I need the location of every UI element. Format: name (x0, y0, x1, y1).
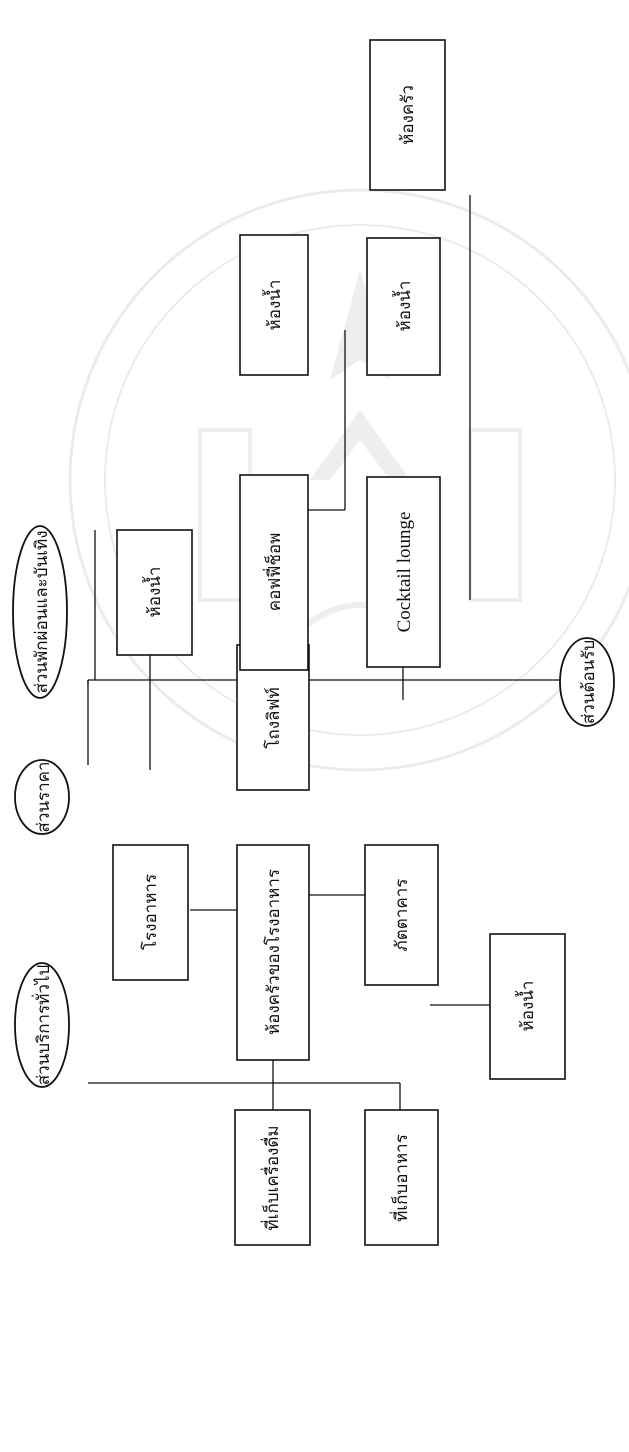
zone-label: ส่วนบริการทั่วไป (31, 965, 54, 1086)
room-label: คอฟฟี่ช็อพ (262, 533, 285, 612)
zone-label: ส่วนพักผ่อนและบันเทิง (32, 530, 52, 693)
room-food-storage: ที่เก็บอาหาร (365, 1110, 438, 1245)
room-label: ภัตตาคาร (392, 879, 412, 952)
room-toilet: ห้องน้ำ (490, 934, 565, 1079)
room-label: ห้องน้ำ (142, 567, 165, 618)
room-toilet: ห้องน้ำ (240, 235, 308, 375)
room-toilet: ห้องน้ำ (117, 530, 192, 655)
room-label: ห้องน้ำ (262, 280, 285, 331)
room-label: ห้องน้ำ (392, 281, 415, 332)
room-label: ห้องน้ำ (515, 981, 538, 1032)
room-restaurant: โรงอาหาร (113, 845, 188, 980)
zone-accommodation: ส่วนพักผ่อนและบันเทิง (13, 526, 67, 698)
room-label: ห้องครัวของโรงอาหาร (263, 869, 284, 1035)
room-restaurant-kitchen: ห้องครัวของโรงอาหาร (237, 845, 309, 1060)
room-label: ห้องครัว (398, 85, 418, 145)
room-label: Cocktail lounge (394, 512, 415, 633)
zone-label: ส่วนราคา (34, 761, 54, 832)
zone-general-service: ส่วนบริการทั่วไป (15, 963, 69, 1087)
room-label: ที่เก็บเครื่องดื่ม (260, 1125, 283, 1230)
zone-reception: ส่วนราคา (15, 760, 69, 834)
room-label: โรงอาหาร (140, 874, 161, 950)
room-kitchen-area: ภัตตาคาร (365, 845, 438, 985)
zone-entrance: ส่วนต้อนรับ (560, 638, 614, 726)
zone-label: ส่วนต้อนรับ (579, 640, 599, 724)
room-cocktail-lounge: Cocktail lounge (367, 477, 440, 667)
room-toilet: ห้องน้ำ (367, 238, 440, 375)
room-label: โถงลิฟท์ (263, 687, 284, 748)
room-kitchen: ห้องครัว (370, 40, 445, 190)
room-beverage-storage: ที่เก็บเครื่องดื่ม (235, 1110, 310, 1245)
room-coffee-shop: คอฟฟี่ช็อพ (240, 475, 308, 670)
room-label: ที่เก็บอาหาร (389, 1134, 412, 1222)
